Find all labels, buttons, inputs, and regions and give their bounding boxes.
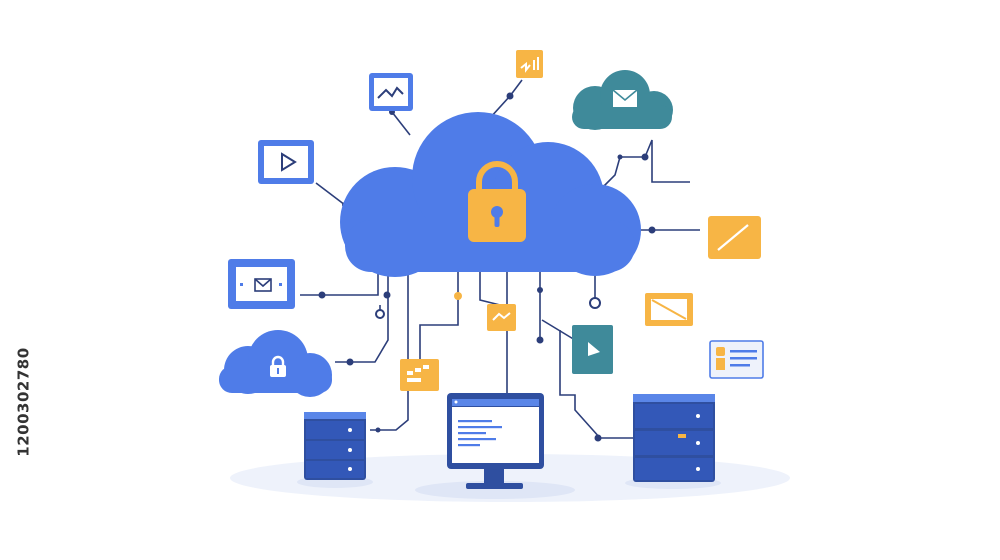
- document-icon: [572, 325, 613, 374]
- signal-icon: [516, 50, 543, 78]
- handshake-icon: [487, 304, 516, 331]
- mail-tile-icon: [228, 259, 295, 309]
- connector-dot-orange: [454, 292, 462, 300]
- envelope-icon: [612, 89, 638, 107]
- monitor-shadow: [415, 481, 575, 499]
- server-icon-right: [625, 394, 721, 489]
- small-padlock-icon: [270, 355, 286, 377]
- stock-image-id: 1200302780: [10, 312, 38, 492]
- small-cloud: [219, 330, 332, 397]
- id-card-icon: [709, 340, 764, 379]
- image-icon: [645, 293, 693, 326]
- stock-image-id-text: 1200302780: [15, 347, 33, 457]
- server-icon-left: [297, 412, 373, 488]
- connector-rings: [375, 297, 601, 319]
- line-chart-icon: [369, 73, 413, 111]
- pencil-icon: [708, 216, 761, 259]
- monitor-icon: [447, 393, 544, 489]
- padlock-icon: [468, 161, 526, 242]
- play-icon: [258, 140, 314, 184]
- main-cloud: [340, 112, 641, 277]
- bar-graph-icon: [400, 359, 439, 391]
